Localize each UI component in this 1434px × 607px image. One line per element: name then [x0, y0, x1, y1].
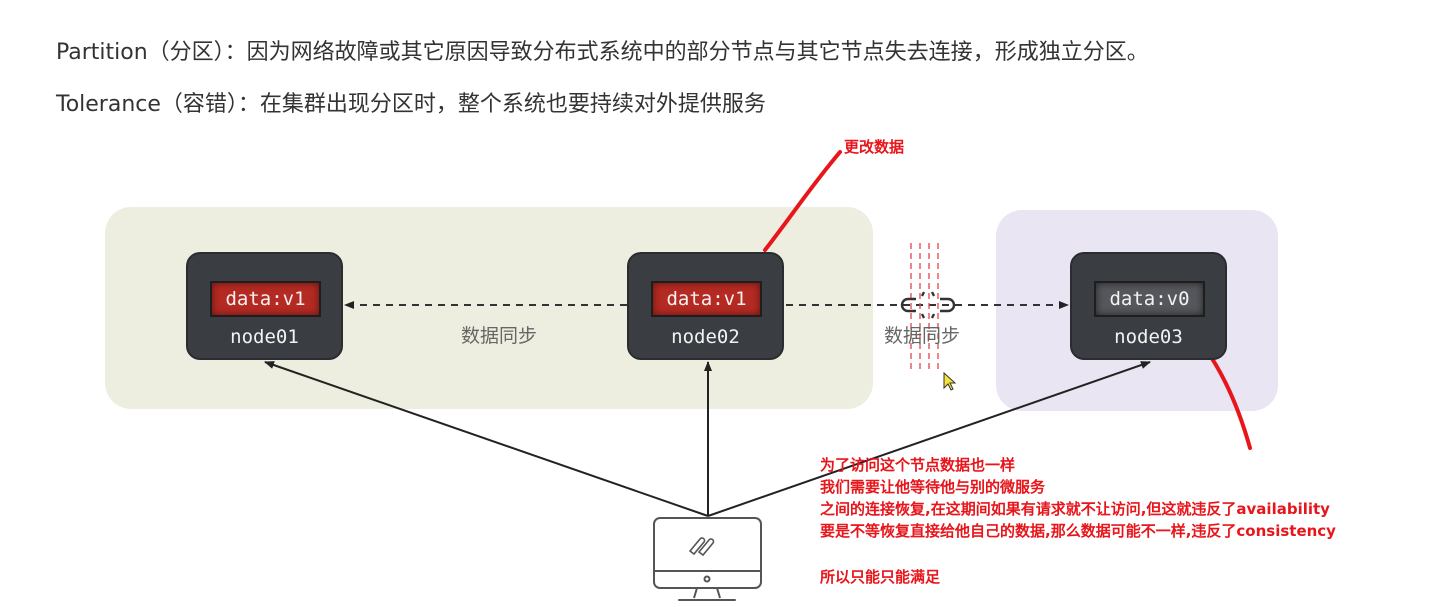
tolerance-definition: Tolerance（容错）：在集群出现分区时，整个系统也要持续对外提供服务 [56, 92, 766, 117]
annotation-spacer [820, 542, 1336, 566]
node01: data:v1 node01 [186, 252, 343, 360]
node03: data:v0 node03 [1070, 252, 1227, 360]
annotation-change-data: 更改数据 [844, 138, 905, 156]
sync-label-right: 数据同步 [884, 325, 961, 347]
annotation-notes: 为了访问这个节点数据也一样 我们需要让他等待他与别的微服务 之间的连接恢复,在这… [820, 454, 1336, 588]
node02: data:v1 node02 [627, 252, 784, 360]
broken-chain-icon [900, 291, 956, 319]
node01-data: data:v1 [210, 281, 321, 317]
client-arrow-to-node01 [264, 361, 709, 517]
annotation-stroke-change-data [763, 150, 842, 252]
annotation-stroke-node03 [1203, 346, 1252, 450]
monitor-icon [653, 517, 762, 601]
mouse-cursor-icon [943, 371, 957, 391]
node03-label: node03 [1114, 326, 1183, 348]
annotation-note: 之间的连接恢复,在这期间如果有请求就不让访问,但这就违反了availabilit… [820, 500, 1330, 518]
annotation-note: 我们需要让他等待他与别的微服务 [820, 478, 1046, 496]
annotation-note: 要是不等恢复直接给他自己的数据,那么数据可能不一样,违反了consistency [820, 522, 1336, 540]
annotation-note: 所以只能只能满足 [820, 568, 941, 586]
node02-data: data:v1 [651, 281, 762, 317]
client-arrow-to-node03 [707, 361, 1151, 517]
node01-label: node01 [230, 326, 299, 348]
pencil-icon [688, 537, 715, 557]
node03-data: data:v0 [1094, 281, 1205, 317]
partition-definition: Partition（分区）：因为网络故障或其它原因导致分布式系统中的部分节点与其… [56, 40, 1149, 65]
annotation-note: 为了访问这个节点数据也一样 [820, 456, 1016, 474]
sync-label-left: 数据同步 [461, 325, 538, 347]
partition-cut-lines [910, 243, 939, 372]
node02-label: node02 [671, 326, 740, 348]
